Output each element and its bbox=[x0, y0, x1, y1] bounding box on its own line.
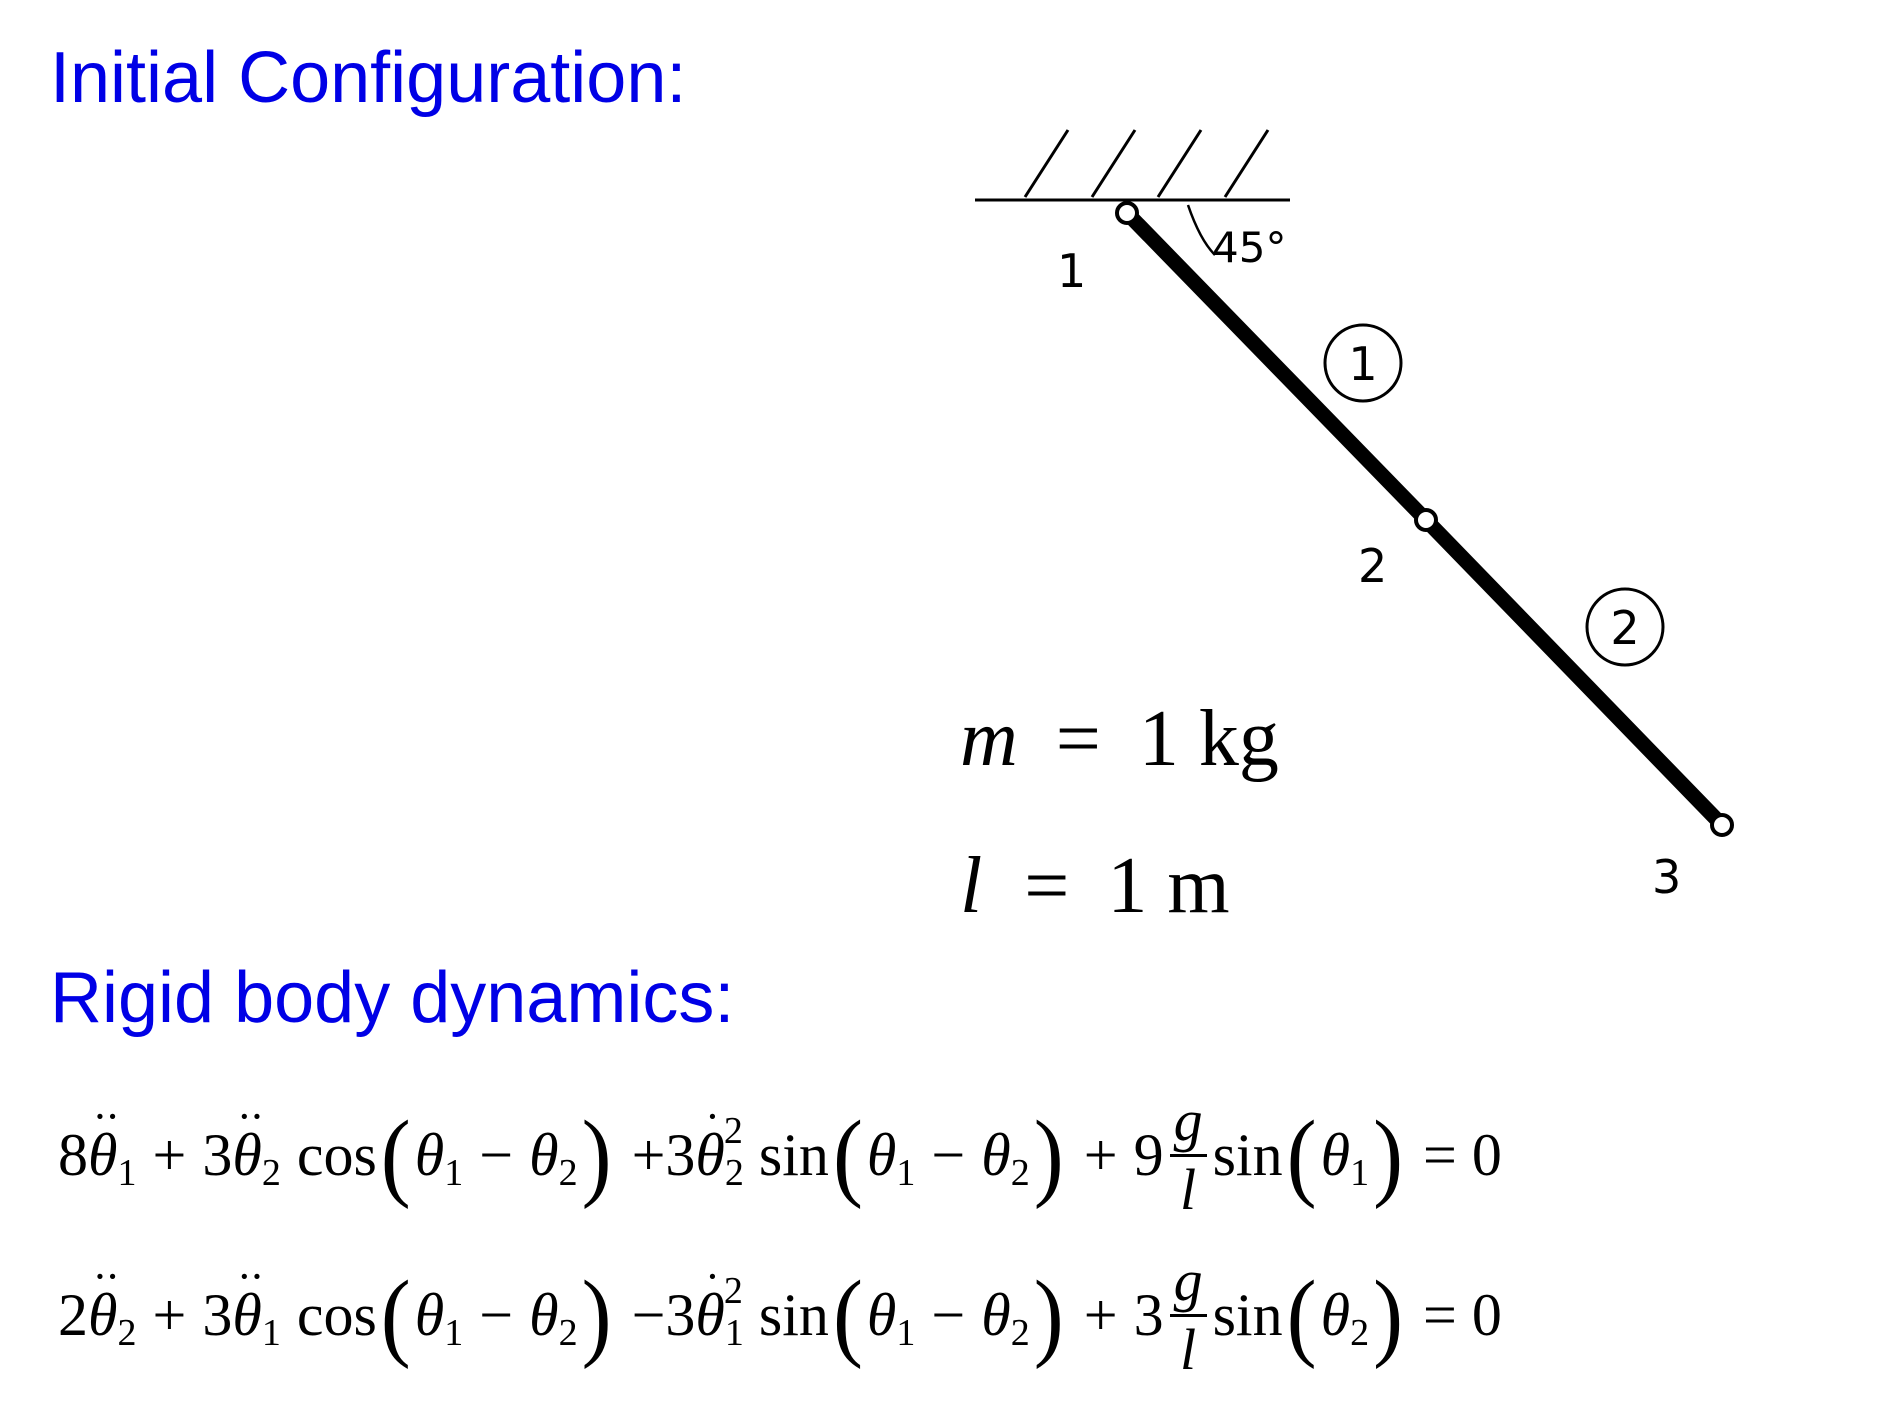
rigid-body-dynamics-heading: Rigid body dynamics: bbox=[50, 958, 735, 1038]
element-1-circle bbox=[1323, 323, 1403, 403]
element-label-1: 1 bbox=[1348, 337, 1377, 391]
node-2-hinge bbox=[1414, 508, 1438, 532]
derivative-dot-accent: ·· bbox=[236, 1251, 264, 1301]
bar-element-2 bbox=[1420, 514, 1728, 831]
node-3-hinge bbox=[1710, 813, 1734, 837]
element-label-2: 2 bbox=[1610, 601, 1639, 655]
derivative-dot-accent: ·· bbox=[92, 1251, 120, 1301]
node-label-2: 2 bbox=[1358, 539, 1387, 593]
bar-element-1 bbox=[1121, 207, 1432, 526]
ground-hatching bbox=[1023, 129, 1270, 198]
angle-arc bbox=[1186, 204, 1216, 256]
length-parameter: l = 1 m bbox=[960, 842, 1230, 930]
initial-configuration-heading: Initial Configuration: bbox=[50, 38, 687, 118]
node-label-3: 3 bbox=[1652, 850, 1681, 904]
node-label-1: 1 bbox=[1057, 244, 1086, 298]
derivative-dot-accent: · bbox=[705, 1091, 720, 1141]
derivative-dot-accent: ·· bbox=[92, 1091, 120, 1141]
derivative-dot-accent: ·· bbox=[236, 1091, 264, 1141]
node-1-hinge bbox=[1115, 201, 1139, 225]
angle-label: 45° bbox=[1212, 223, 1286, 272]
element-2-circle bbox=[1585, 587, 1665, 667]
derivative-dot-accent: · bbox=[705, 1251, 720, 1301]
svg-text:l = 1 m: l = 1 m bbox=[960, 842, 1230, 930]
svg-text:m = 1 kg: m = 1 kg bbox=[960, 695, 1279, 783]
mass-parameter: m = 1 kg bbox=[960, 695, 1279, 783]
